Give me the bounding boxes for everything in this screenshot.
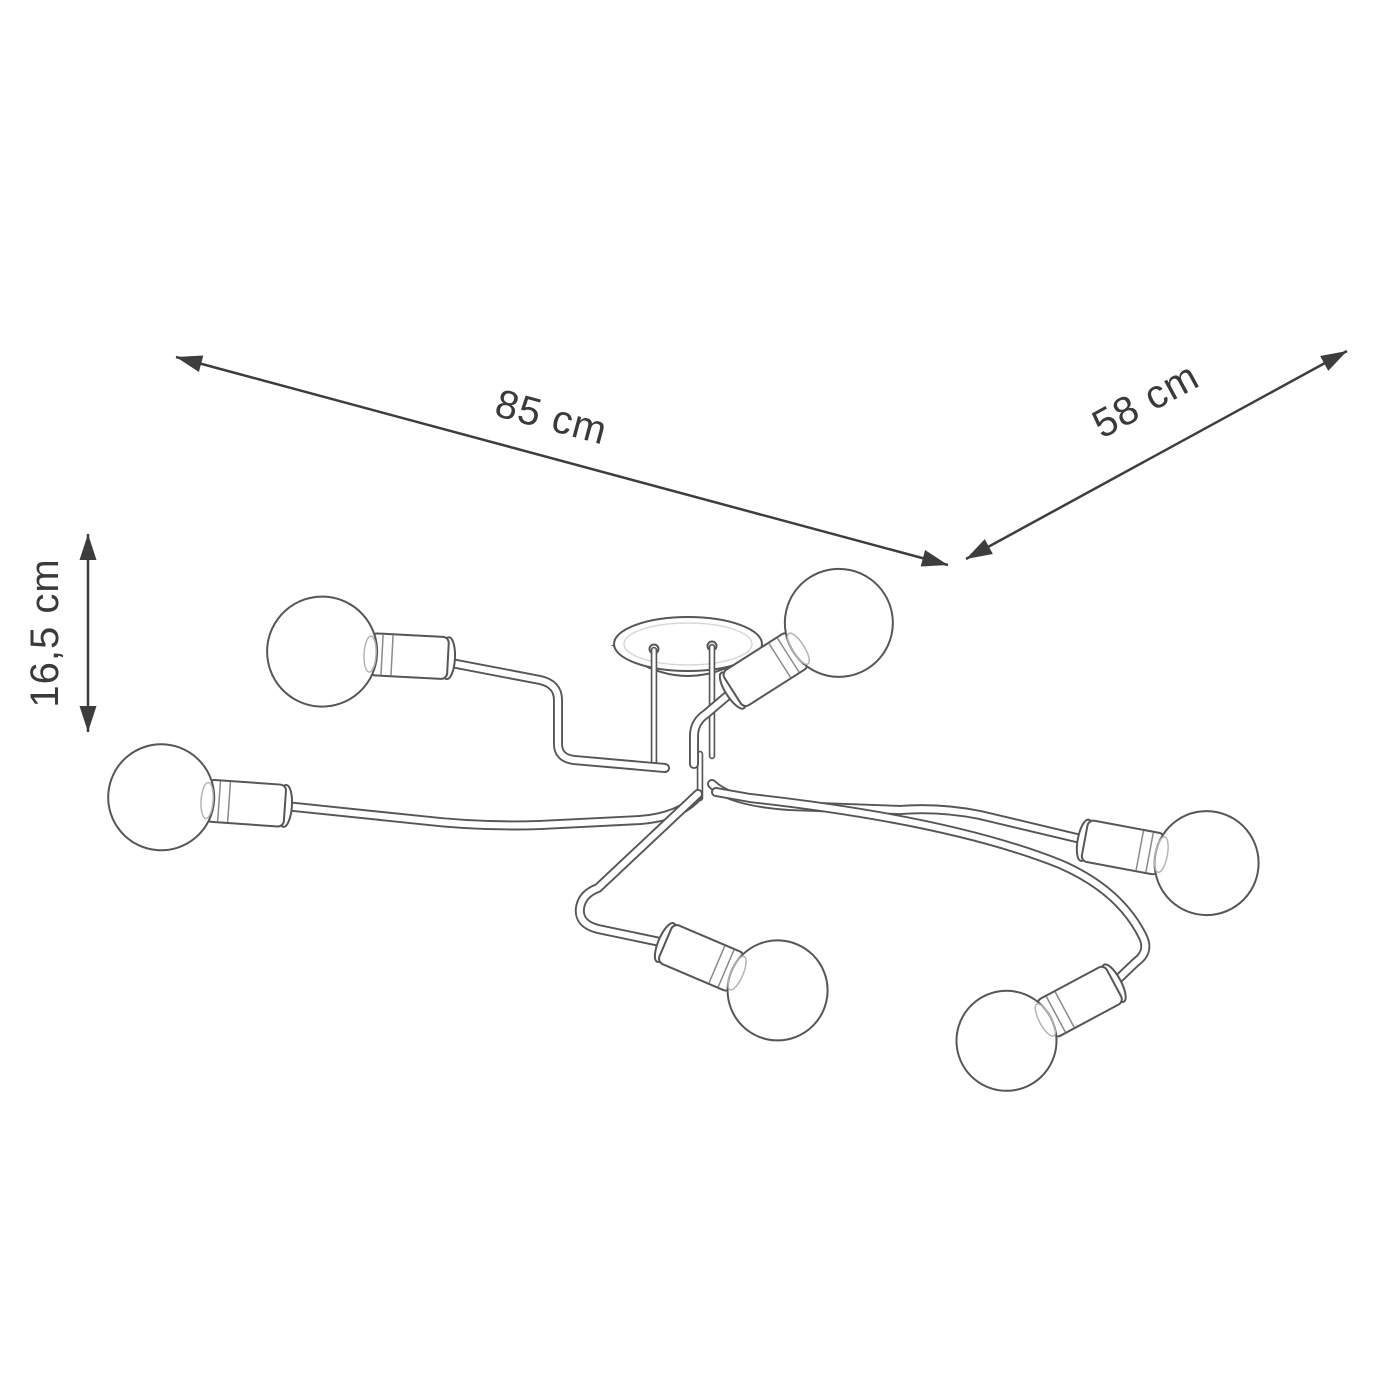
socket-ridge xyxy=(216,781,222,822)
lamp-head-left xyxy=(107,743,294,852)
arrowhead-right-icon xyxy=(1320,351,1347,371)
socket-ridge xyxy=(1145,832,1155,873)
width-dimension-line xyxy=(175,355,949,567)
lamp-head-upper-right xyxy=(718,567,894,710)
tube-inner-fill xyxy=(690,687,737,768)
lamp-head-bottom-center xyxy=(653,922,829,1042)
arm-tubes xyxy=(280,657,1151,988)
bulb-collar xyxy=(786,632,811,665)
depth-dimension: 58 cm xyxy=(965,349,1348,561)
canopy-inner-edge xyxy=(623,622,753,666)
arrowhead-top-icon xyxy=(79,534,97,560)
socket-ridge xyxy=(776,637,800,673)
socket-ridge xyxy=(380,634,384,675)
bulb-collar xyxy=(363,635,377,673)
socket-ridge xyxy=(1135,830,1145,871)
height-dimension-label: 16,5 cm xyxy=(23,558,67,707)
arrowhead-right-icon xyxy=(920,550,948,567)
lamp-head-right xyxy=(1075,810,1260,917)
bulb xyxy=(1153,810,1260,917)
lamp-head-bottom-right xyxy=(955,963,1127,1092)
socket-ridge xyxy=(1045,996,1066,1033)
tube-inner-fill xyxy=(442,658,669,772)
socket-ridge xyxy=(768,643,792,678)
bulb-collar xyxy=(1153,836,1169,874)
bulb xyxy=(266,595,379,708)
socket-ridge xyxy=(717,949,735,988)
width-dimension: 85 cm xyxy=(175,355,949,567)
arrowhead-left-icon xyxy=(176,355,204,372)
bulb-collar xyxy=(1034,1003,1057,1037)
tube-inner-fill xyxy=(576,790,702,947)
depth-dimension-line xyxy=(965,349,1348,561)
socket-ridge xyxy=(1054,991,1075,1028)
height-dimension: 16,5 cm xyxy=(23,534,97,732)
width-dimension-label: 85 cm xyxy=(491,381,612,453)
ceiling-lamp-drawing xyxy=(107,567,1260,1092)
socket-ridge xyxy=(708,945,726,984)
bulb-collar xyxy=(727,955,747,991)
depth-dimension-label: 58 cm xyxy=(1085,354,1206,447)
lamp-head-upper-left xyxy=(266,595,457,708)
bulb-collar xyxy=(200,781,214,820)
socket-ridge xyxy=(390,635,394,676)
socket-body xyxy=(1080,819,1166,876)
arrowhead-left-icon xyxy=(966,539,993,559)
tube-inner-fill xyxy=(712,788,1149,987)
arrowhead-bottom-icon xyxy=(79,706,97,732)
bulb xyxy=(107,743,216,852)
socket-ridge xyxy=(226,782,232,823)
canopy-stems xyxy=(650,643,716,802)
